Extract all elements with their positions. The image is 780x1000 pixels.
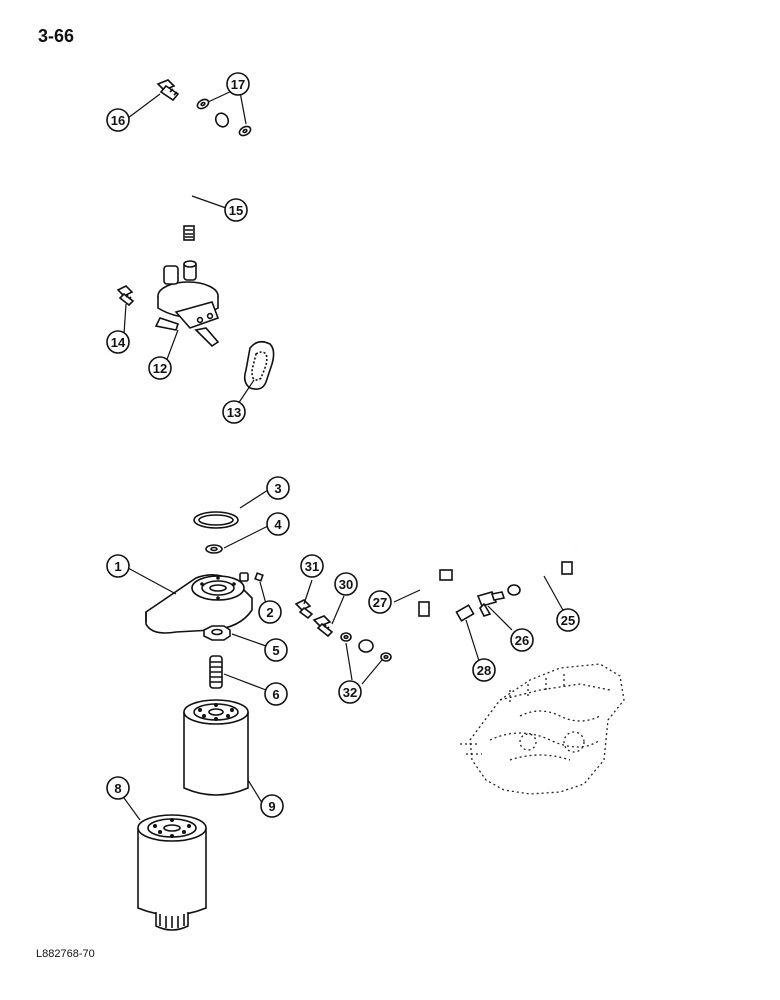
part-27-fuel-pipe <box>410 569 453 617</box>
callout-13-label: 13 <box>227 405 241 420</box>
part-9-filter-element <box>183 699 249 796</box>
callout-1: 1 <box>106 554 130 578</box>
callout-12-label: 12 <box>153 361 167 376</box>
callout-9: 9 <box>260 794 284 818</box>
part-16-banjo-bolt <box>156 79 180 102</box>
part-28-fuel-pipe <box>358 604 475 653</box>
page-number: 3-66 <box>38 26 75 46</box>
callout-6: 6 <box>264 682 288 706</box>
callout-15: 15 <box>224 198 248 222</box>
callout-2-label: 2 <box>266 605 273 620</box>
callout-25-label: 25 <box>561 613 575 628</box>
part-4-washer <box>205 544 223 554</box>
callout-27: 27 <box>368 590 392 614</box>
part-26-tee-fitting <box>476 591 506 617</box>
callout-12: 12 <box>148 356 172 380</box>
callout-16-label: 16 <box>111 113 125 128</box>
part-17-washers <box>196 98 252 137</box>
callout-8-label: 8 <box>114 781 121 796</box>
callout-8: 8 <box>106 776 130 800</box>
callout-30: 30 <box>334 572 358 596</box>
callout-32: 32 <box>338 680 362 704</box>
part-25-return-pipe <box>507 536 586 596</box>
callout-13: 13 <box>222 400 246 424</box>
figure-code: L882768-70 <box>36 948 95 960</box>
callout-2: 2 <box>258 600 282 624</box>
callout-4: 4 <box>266 512 290 536</box>
callout-26: 26 <box>510 628 534 652</box>
callout-27-label: 27 <box>373 595 387 610</box>
callout-1-label: 1 <box>114 559 121 574</box>
callout-14-label: 14 <box>111 335 126 350</box>
callout-26-label: 26 <box>515 633 529 648</box>
callout-28-label: 28 <box>477 663 491 678</box>
callout-4-label: 4 <box>274 517 282 532</box>
injection-pump-outline <box>460 663 625 795</box>
callout-14: 14 <box>106 330 130 354</box>
callout-15-label: 15 <box>229 203 243 218</box>
callout-30-label: 30 <box>339 577 353 592</box>
callout-17-label: 17 <box>231 77 245 92</box>
callout-28: 28 <box>472 658 496 682</box>
part-32-washers <box>340 632 392 662</box>
callout-3-label: 3 <box>274 481 281 496</box>
callout-5: 5 <box>264 638 288 662</box>
callout-16: 16 <box>106 108 130 132</box>
callout-32-label: 32 <box>343 685 357 700</box>
part-31-bolt <box>294 599 314 620</box>
callout-6-label: 6 <box>272 687 279 702</box>
part-3-o-ring <box>193 511 239 529</box>
part-6-adapter-stud <box>209 655 223 689</box>
part-2-plug <box>254 572 264 582</box>
leader-lines <box>123 89 565 821</box>
callout-31: 31 <box>300 554 324 578</box>
part-5-nut <box>203 625 231 641</box>
part-12-lift-pump <box>154 260 220 348</box>
callout-9-label: 9 <box>268 799 275 814</box>
part-14-screw <box>116 285 135 307</box>
callout-31-label: 31 <box>305 559 319 574</box>
callout-5-label: 5 <box>272 643 279 658</box>
callout-25: 25 <box>556 608 580 632</box>
part-13-gasket <box>243 340 275 390</box>
callout-3: 3 <box>266 476 290 500</box>
part-30-bolt <box>312 615 334 638</box>
part-1-filter-head <box>145 572 253 634</box>
callout-17: 17 <box>226 72 250 96</box>
part-8-filter-bowl <box>137 814 207 931</box>
part-15-fuel-line <box>174 112 230 241</box>
